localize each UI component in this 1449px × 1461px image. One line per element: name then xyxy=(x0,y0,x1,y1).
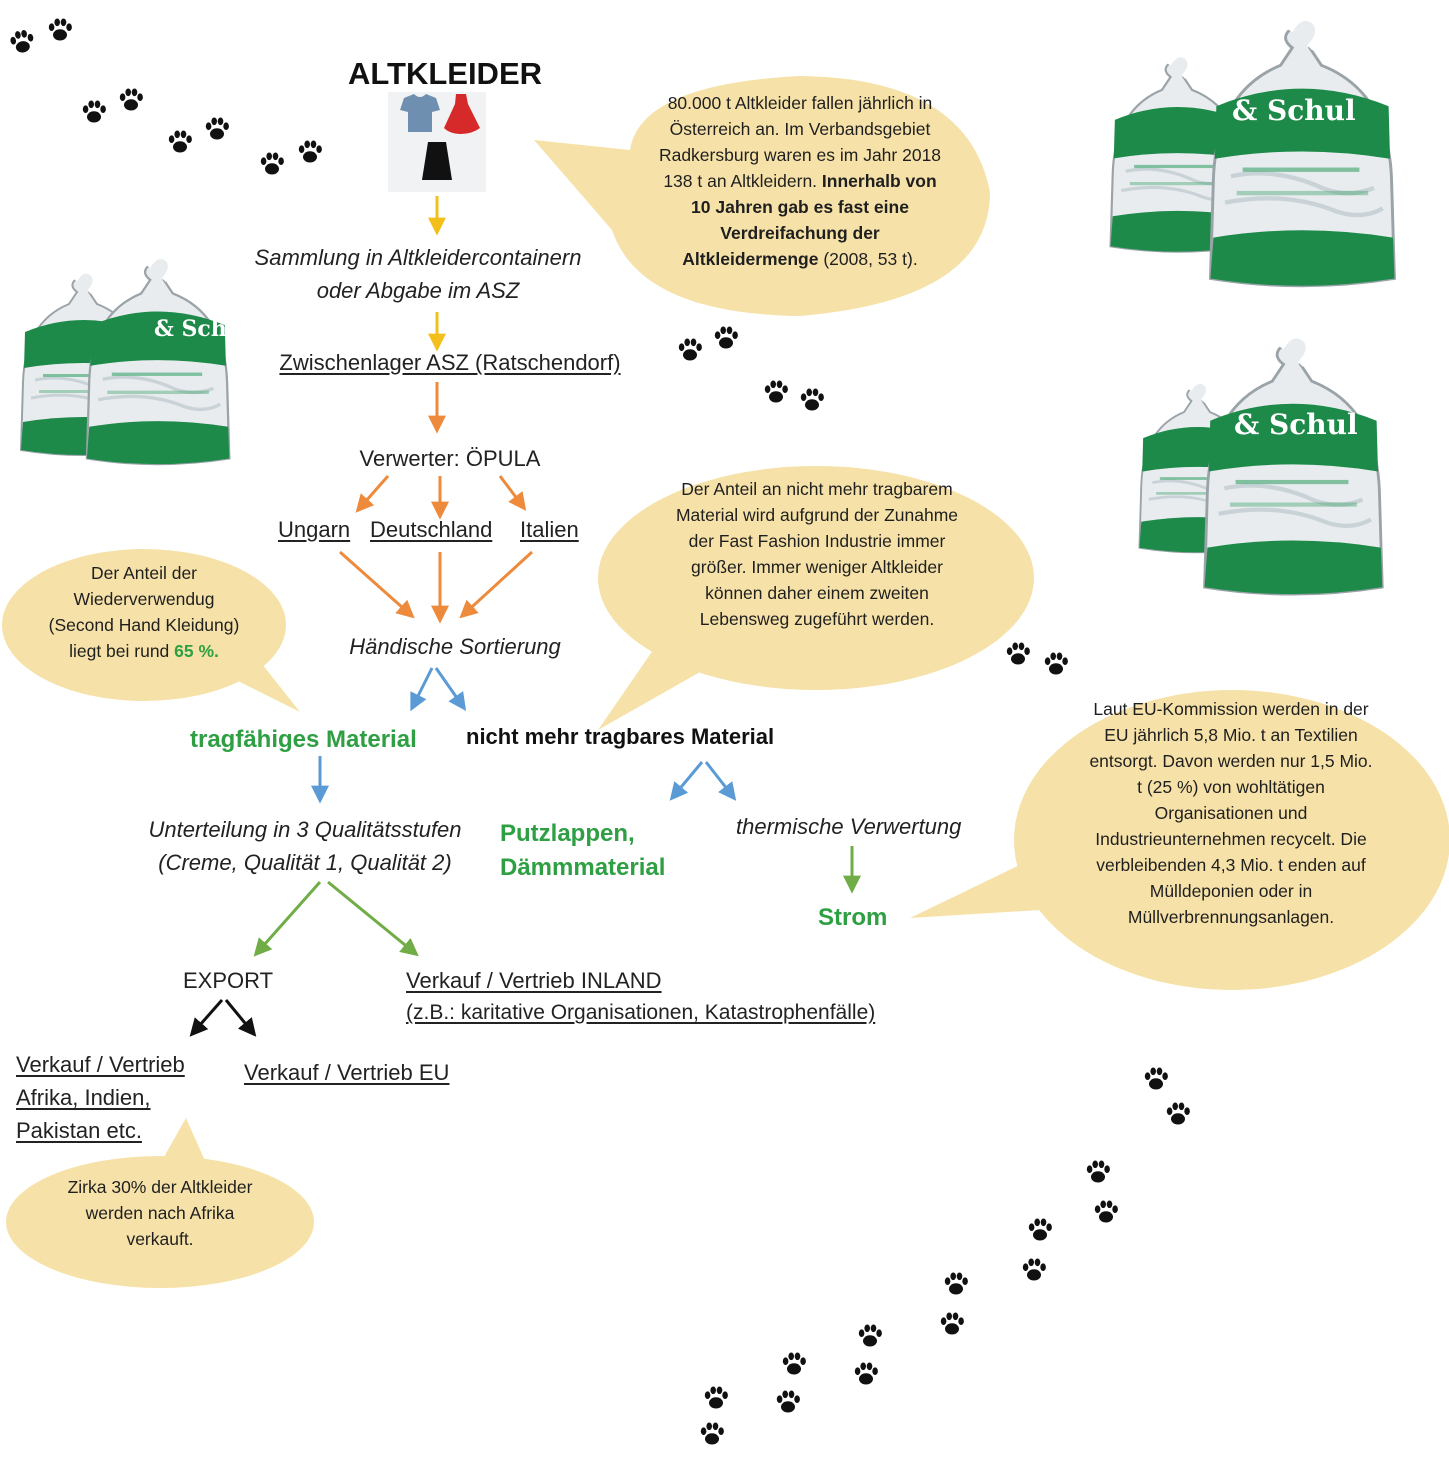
paw-print-icon xyxy=(82,100,106,123)
paw-print-icon xyxy=(48,18,72,41)
clothing-bags-top-right: & Schul xyxy=(1111,17,1395,286)
clothing-bag-icon xyxy=(87,256,229,464)
bubble-austria-shape xyxy=(534,76,990,316)
step-collection-line2: oder Abgabe im ASZ xyxy=(316,278,520,303)
page-title: ALTKLEIDER xyxy=(347,56,543,91)
paw-print-icon xyxy=(1028,1218,1052,1241)
paw-print-icon xyxy=(944,1272,968,1295)
step-electricity: Strom xyxy=(818,904,888,931)
bubble-eu: Laut EU-Kommission werden in der EU jähr… xyxy=(1088,696,1374,930)
step-wearable: tragfähiges Material xyxy=(190,726,417,753)
paw-print-icon xyxy=(854,1362,878,1385)
bubble-fashion-shape xyxy=(598,466,1034,730)
tshirt-icon xyxy=(400,94,440,132)
paw-print-icon xyxy=(1144,1067,1168,1090)
step-sorting: Händische Sortierung xyxy=(349,634,561,659)
paw-print-icon xyxy=(8,28,36,55)
country-hungary: Ungarn xyxy=(278,517,351,542)
dress-icon xyxy=(444,94,480,134)
paw-print-icon xyxy=(298,140,322,163)
step-quality-line1: Unterteilung in 3 Qualitätsstufen xyxy=(148,817,462,842)
step-quality-line2: (Creme, Qualität 1, Qualität 2) xyxy=(158,850,452,875)
export-africa-line3: Pakistan etc. xyxy=(16,1118,142,1143)
arrows xyxy=(189,196,861,1037)
bubble-fashion-text: Der Anteil an nicht mehr tragbarem Mater… xyxy=(675,479,959,629)
bubble-austria-bold: Innerhalb von 10 Jahren gab es fast eine… xyxy=(682,171,937,269)
paw-trail-bottom xyxy=(700,1067,1190,1445)
step-rags-line2: Dämmmaterial xyxy=(500,854,666,881)
country-germany: Deutschland xyxy=(370,517,493,542)
export-eu: Verkauf / Vertrieb EU xyxy=(244,1060,450,1085)
export-africa-line1: Verkauf / Vertrieb xyxy=(16,1052,185,1077)
bubble-africa: Zirka 30% der Altkleider werden nach Afr… xyxy=(60,1174,260,1252)
bubble-reuse-shape xyxy=(2,549,300,712)
step-thermal: thermische Verwertung xyxy=(736,814,962,839)
clothing-bags-left: & Schul xyxy=(21,256,251,464)
paw-print-icon xyxy=(260,152,284,175)
paw-print-icon xyxy=(1166,1102,1190,1125)
bubble-africa-shape xyxy=(6,1118,314,1288)
bubble-eu-shape xyxy=(910,690,1449,990)
clothing-bag-icon xyxy=(1210,17,1394,286)
paw-print-icon xyxy=(1006,642,1030,665)
bubble-austria: 80.000 t Altkleider fallen jährlich in Ö… xyxy=(652,90,948,272)
bag-label: & Schul xyxy=(1232,94,1356,127)
bag-label: & Schul xyxy=(1234,408,1358,441)
step-domestic-line2: (z.B.: karitative Organisationen, Katast… xyxy=(406,1001,876,1024)
paw-print-icon xyxy=(205,117,229,140)
step-not-wearable: nicht mehr tragbares Material xyxy=(466,724,775,749)
bag-label: & Schul xyxy=(154,316,251,342)
export-africa-line2: Afrika, Indien, xyxy=(16,1085,151,1110)
paw-print-icon xyxy=(1044,652,1068,675)
step-export: EXPORT xyxy=(183,968,274,993)
bubble-africa-text: Zirka 30% der Altkleider werden nach Afr… xyxy=(67,1177,253,1249)
paw-print-icon xyxy=(700,1422,724,1445)
bubble-austria-plain: 80.000 t Altkleider fallen jährlich in Ö… xyxy=(658,93,942,191)
clothing-bag-icon xyxy=(1205,335,1383,594)
skirt-icon xyxy=(422,142,452,180)
step-recycler: Verwerter: ÖPULA xyxy=(359,446,541,471)
paw-print-icon xyxy=(714,326,738,349)
step-collection-line1: Sammlung in Altkleidercontainern xyxy=(254,245,582,270)
bubble-reuse-highlight: 65 %. xyxy=(174,641,219,661)
paw-print-icon xyxy=(858,1324,882,1347)
bubble-reuse: Der Anteil der Wiederverwendug (Second H… xyxy=(40,560,248,664)
paw-trail-top-left xyxy=(8,18,322,175)
paw-print-icon xyxy=(678,338,702,361)
paw-print-icon xyxy=(764,380,788,403)
step-storage: Zwischenlager ASZ (Ratschendorf) xyxy=(279,350,621,375)
paw-print-icon xyxy=(119,88,143,111)
step-rags-line1: Putzlappen, xyxy=(500,820,635,847)
paw-print-icon xyxy=(800,388,824,411)
bubble-austria-tail: (2008, 53 t). xyxy=(823,249,918,269)
paw-print-icon xyxy=(1094,1200,1118,1223)
paw-print-icon xyxy=(940,1312,964,1335)
paw-print-icon xyxy=(1022,1258,1046,1281)
paw-print-icon xyxy=(782,1352,806,1375)
paw-print-icon xyxy=(168,130,192,153)
bubble-eu-text: Laut EU-Kommission werden in der EU jähr… xyxy=(1089,699,1373,927)
clothing-icons xyxy=(388,92,486,192)
step-domestic-line1: Verkauf / Vertrieb INLAND xyxy=(406,968,662,993)
country-italy: Italien xyxy=(520,517,579,542)
bubble-fashion: Der Anteil an nicht mehr tragbarem Mater… xyxy=(670,476,964,632)
paw-print-icon xyxy=(776,1390,800,1413)
clothing-bags-bottom-right: & Schul xyxy=(1139,335,1382,594)
bubble-reuse-text: Der Anteil der Wiederverwendug (Second H… xyxy=(48,563,240,661)
paw-print-icon xyxy=(1086,1160,1110,1183)
paw-print-icon xyxy=(704,1386,728,1409)
